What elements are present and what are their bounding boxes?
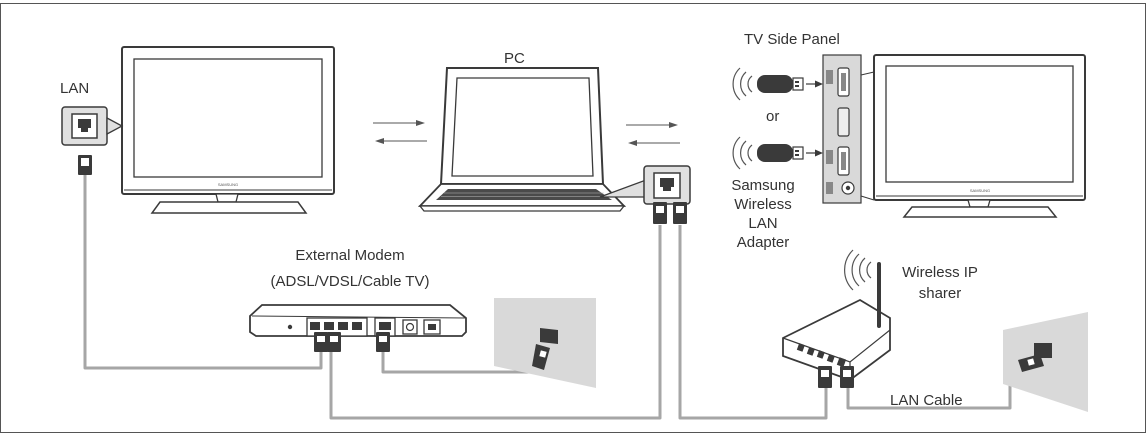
tv-right-logo: SAMSUNG xyxy=(970,188,990,193)
wireless-signal-icon-top xyxy=(732,67,753,101)
external-modem xyxy=(249,304,467,337)
modem-label-line-2: (ADSL/VDSL/Cable TV) xyxy=(270,273,430,290)
exchange-arrows-right xyxy=(626,122,680,146)
sharer-label-line-1: Wireless IP xyxy=(902,264,978,281)
lan-plugs-modem xyxy=(314,332,390,352)
pc-lan-port-callout xyxy=(599,165,691,205)
cable-pc-to-sharer xyxy=(678,225,828,420)
or-label: or xyxy=(766,108,780,125)
sharer-label-line-2: sharer xyxy=(918,285,962,302)
tv-left xyxy=(121,46,335,214)
wall-outlet-sharer xyxy=(1003,312,1088,412)
wall-outlet-modem xyxy=(494,298,596,388)
tv-side-panel xyxy=(822,54,862,204)
pc-label: PC xyxy=(504,50,525,67)
wireless-ip-sharer-label: Wireless IP sharer xyxy=(890,262,990,304)
laptop-pc xyxy=(417,67,627,212)
lan-label: LAN xyxy=(60,80,90,97)
cable-tv-to-modem xyxy=(83,175,323,370)
tv-left-logo: SAMSUNG xyxy=(218,182,238,187)
usb-adapter-top xyxy=(757,75,823,93)
tv-right xyxy=(873,54,1086,218)
wireless-ip-sharer xyxy=(782,262,891,382)
wireless-signal-icon-bottom xyxy=(732,136,753,170)
exchange-arrows-left xyxy=(373,120,427,144)
lan-plugs-pc xyxy=(653,202,687,224)
lan-port-callout xyxy=(61,106,124,146)
adapter-label-line-2: Wireless xyxy=(734,196,792,213)
wireless-signal-icon-sharer xyxy=(844,249,872,291)
tv-side-panel-label: TV Side Panel xyxy=(744,31,840,48)
tv-side-panel-leader-lines xyxy=(860,71,875,201)
cable-modem-to-pc xyxy=(329,225,662,420)
adapter-label: Samsung Wireless LAN Adapter xyxy=(713,176,813,252)
adapter-label-line-3: LAN xyxy=(748,215,778,232)
lan-plugs-sharer xyxy=(818,366,854,388)
lan-plug-left xyxy=(78,155,92,175)
usb-adapter-bottom xyxy=(757,144,823,162)
adapter-label-line-1: Samsung xyxy=(731,177,795,194)
adapter-label-line-4: Adapter xyxy=(736,234,790,251)
lan-cable-label: LAN Cable xyxy=(890,392,963,409)
modem-label-line-1: External Modem xyxy=(295,247,405,264)
external-modem-label: External Modem (ADSL/VDSL/Cable TV) xyxy=(250,243,450,295)
